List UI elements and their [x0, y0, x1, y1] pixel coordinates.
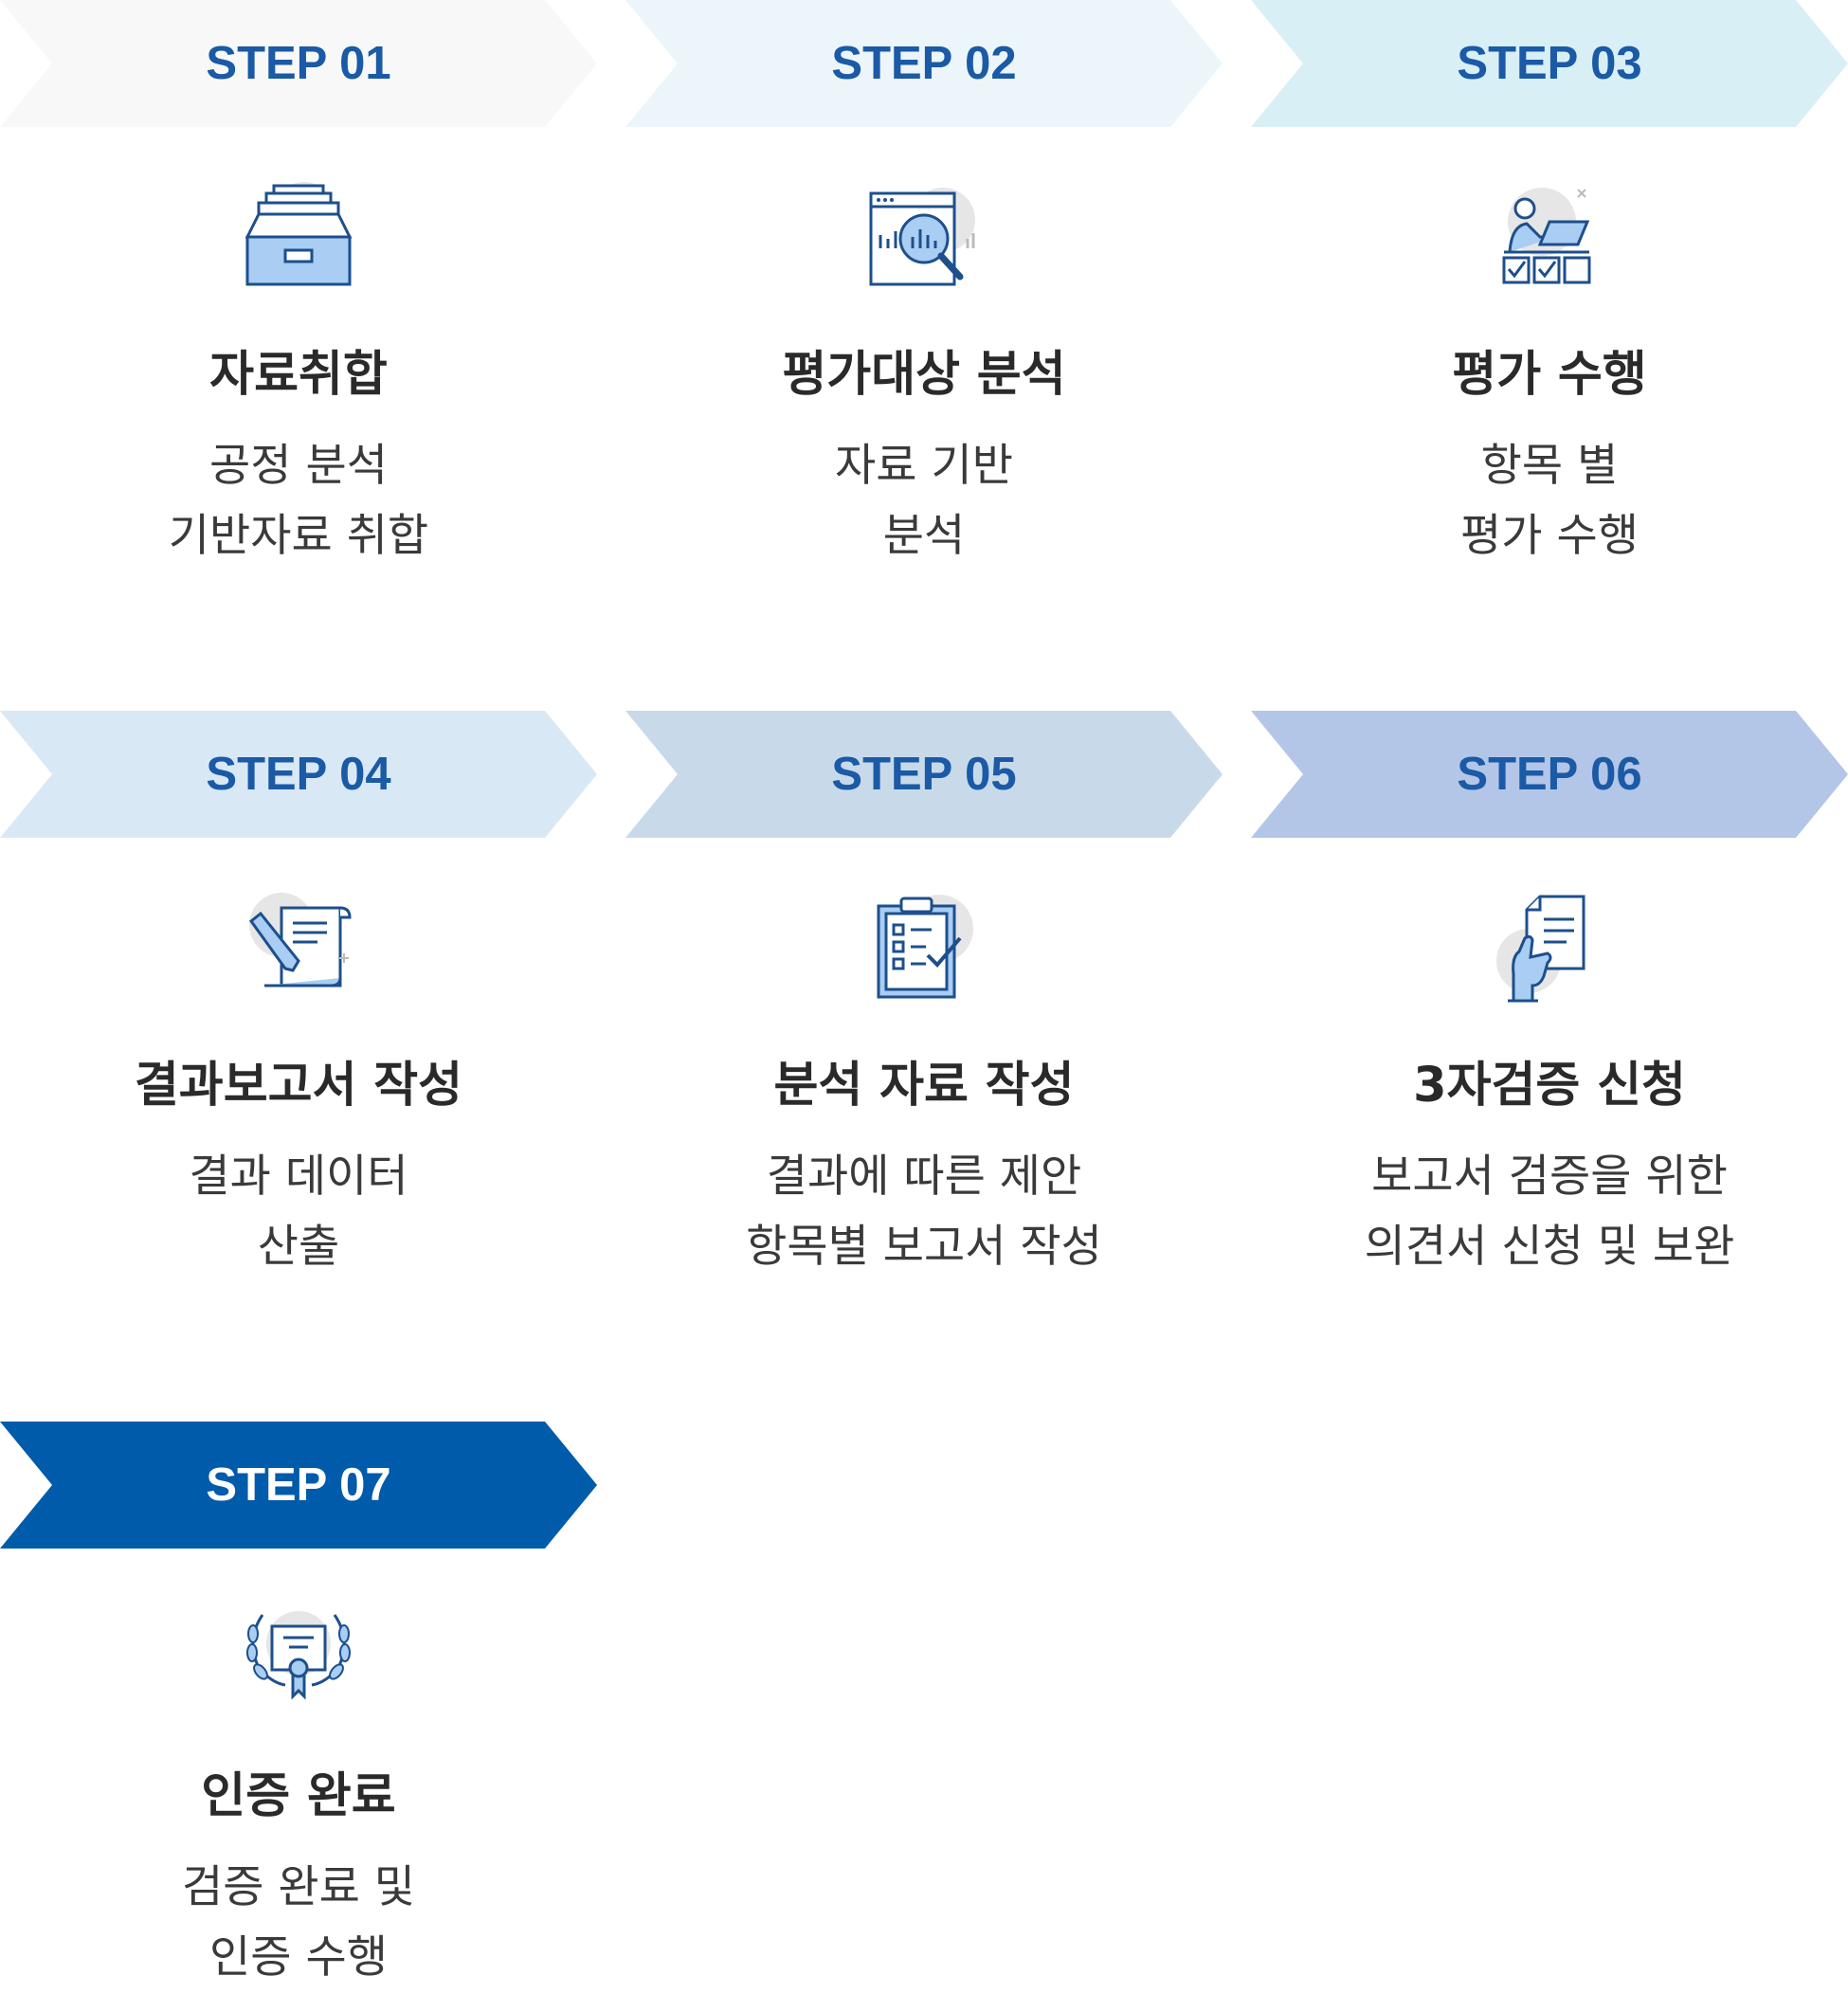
- arrow-banner-shape: [625, 711, 1223, 838]
- arrow-banner-shape: [0, 0, 597, 127]
- step-07: STEP 07 인증 완료 검증 완료 및 인증 수행: [0, 1422, 597, 1984]
- step-04: STEP 04 결과보고서 작성 결과 데이터 산출: [0, 711, 597, 1273]
- magnify-chart-icon: [625, 180, 1223, 294]
- step-label: STEP 03: [1457, 38, 1642, 89]
- step-banner: STEP 05: [625, 711, 1223, 838]
- clipboard-check-icon: [625, 891, 1223, 1005]
- arrow-banner-shape: [0, 1422, 597, 1549]
- step-description: 공정 분석 기반자료 취합: [0, 431, 597, 571]
- description-line: 검증 완료 및: [181, 1861, 416, 1913]
- step-description: 결과에 따른 제안 항목별 보고서 작성: [625, 1142, 1223, 1282]
- step-description: 검증 완료 및 인증 수행: [0, 1853, 597, 1993]
- file-drawer-icon: [0, 180, 597, 294]
- step-06: STEP 06 3자검증 신청 보고서 검증을 위한 의견서 신청 및 보완: [1251, 711, 1848, 1273]
- step-banner: STEP 03: [1251, 0, 1848, 127]
- step-banner: STEP 04: [0, 711, 597, 838]
- person-checklist-icon: [1251, 180, 1848, 294]
- step-description: 항목 별 평가 수행: [1251, 431, 1848, 571]
- arrow-banner-shape: [1251, 711, 1848, 838]
- step-title: 결과보고서 작성: [134, 1058, 463, 1114]
- description-line: 항목 별: [1480, 440, 1619, 492]
- step-02: STEP 02 평가대상 분석 자료 기반 분석: [625, 0, 1223, 562]
- description-line: 분석: [882, 510, 966, 562]
- step-title: 자료취합: [209, 347, 388, 403]
- step-label: STEP 06: [1457, 749, 1642, 800]
- description-line: 공정 분석: [209, 440, 388, 492]
- step-description: 자료 기반 분석: [625, 431, 1223, 571]
- description-line: 평가 수행: [1460, 510, 1639, 562]
- hand-document-icon: [1251, 891, 1848, 1008]
- description-line: 기반자료 취합: [168, 510, 429, 562]
- step-label: STEP 07: [206, 1459, 391, 1511]
- step-01: STEP 01 자료취합 공정 분석 기반자료 취합: [0, 0, 597, 562]
- step-label: STEP 02: [831, 38, 1017, 89]
- step-banner: STEP 01: [0, 0, 597, 127]
- step-05: STEP 05 분석 자료 작성 결과에 따른 제안 항목별 보고서 작성: [625, 711, 1223, 1273]
- description-line: 자료 기반: [835, 440, 1013, 492]
- step-label: STEP 04: [206, 749, 391, 800]
- description-line: 결과에 따른 제안: [766, 1151, 1082, 1203]
- description-line: 보고서 검증을 위한: [1371, 1151, 1728, 1203]
- arrow-banner-shape: [0, 711, 597, 838]
- step-title: 3자검증 신청: [1413, 1058, 1686, 1114]
- step-title: 분석 자료 작성: [773, 1058, 1075, 1114]
- description-line: 산출: [257, 1221, 340, 1273]
- step-description: 보고서 검증을 위한 의견서 신청 및 보완: [1251, 1142, 1848, 1282]
- step-title: 인증 완료: [201, 1768, 396, 1824]
- description-line: 의견서 신청 및 보완: [1364, 1221, 1735, 1273]
- step-banner: STEP 02: [625, 0, 1223, 127]
- certificate-laurel-icon: [0, 1602, 597, 1706]
- arrow-banner-shape: [1251, 0, 1848, 127]
- step-banner: STEP 07: [0, 1422, 597, 1549]
- arrow-banner-shape: [625, 0, 1223, 127]
- step-03: STEP 03 평가 수행 항목 별 평가 수행: [1251, 0, 1848, 562]
- step-label: STEP 05: [831, 749, 1017, 800]
- step-title: 평가 수행: [1452, 347, 1647, 403]
- scroll-pen-icon: [0, 891, 597, 1005]
- description-line: 항목별 보고서 작성: [746, 1221, 1102, 1273]
- step-description: 결과 데이터 산출: [0, 1142, 597, 1282]
- step-label: STEP 01: [206, 38, 391, 89]
- step-title: 평가대상 분석: [782, 347, 1066, 403]
- description-line: 결과 데이터: [189, 1151, 408, 1203]
- step-banner: STEP 06: [1251, 711, 1848, 838]
- description-line: 인증 수행: [209, 1931, 388, 1984]
